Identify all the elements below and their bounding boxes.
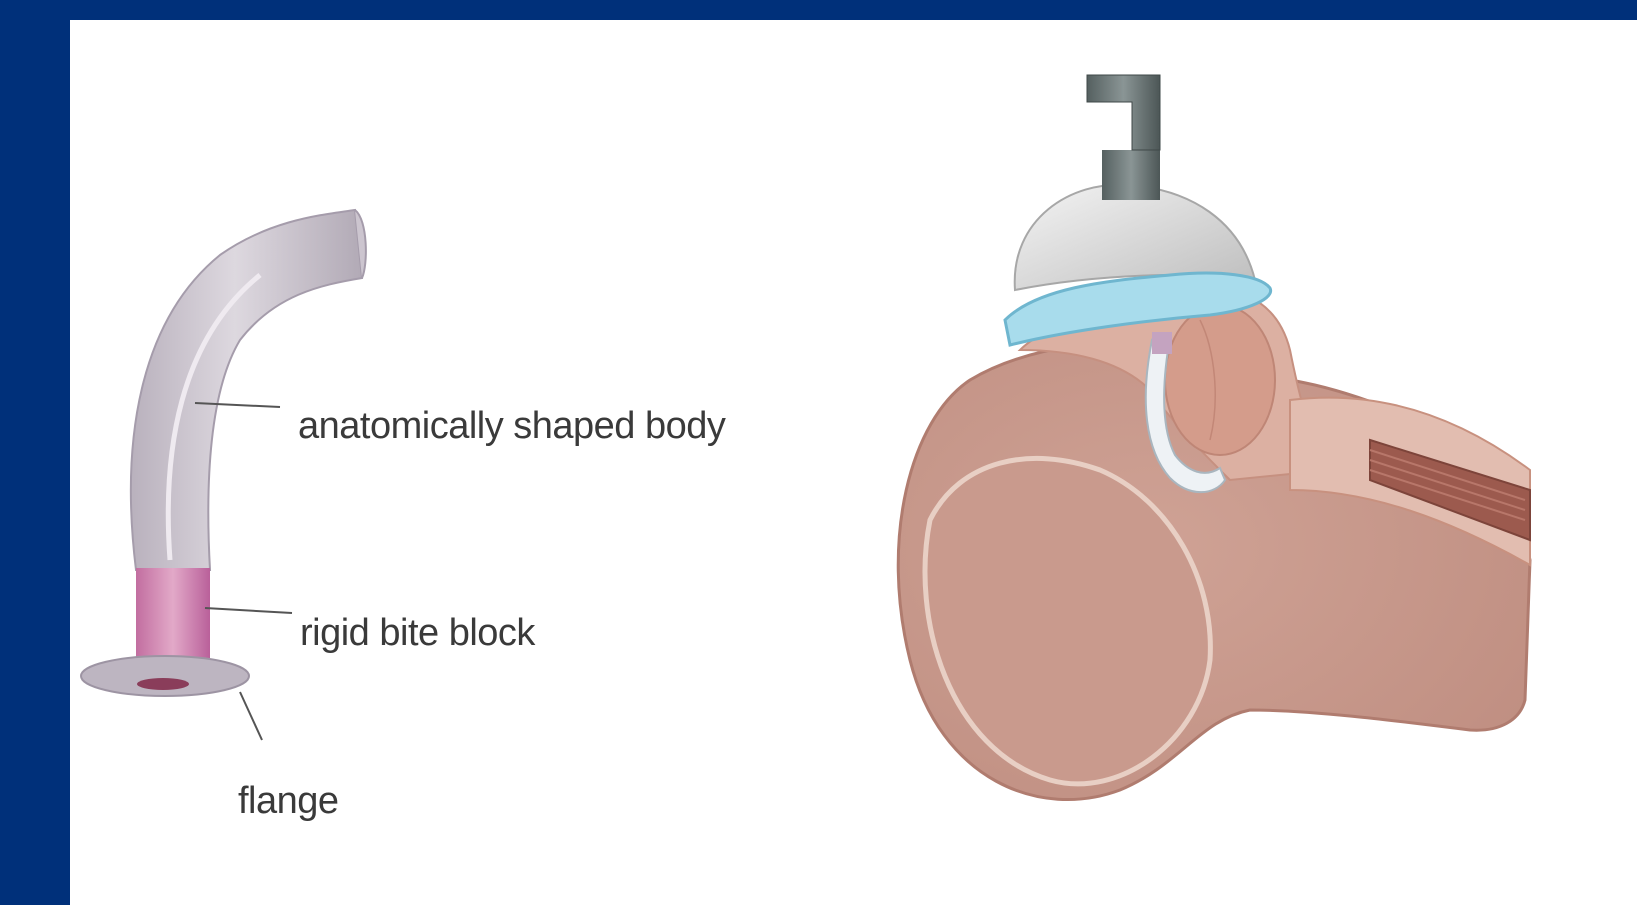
label-anatomically-shaped-body: anatomically shaped body	[298, 405, 725, 448]
flange-shape	[81, 656, 249, 696]
content-panel: anatomically shaped body rigid bite bloc…	[70, 20, 1637, 905]
oropharyngeal-airway-icon	[70, 20, 870, 905]
airway-placement-figure	[870, 20, 1637, 905]
airway-device-figure: anatomically shaped body rigid bite bloc…	[70, 20, 870, 905]
airway-in-throat-cross-section-icon	[870, 20, 1637, 905]
bite-leader-line	[205, 608, 292, 613]
bite-block-shape	[136, 568, 210, 658]
label-rigid-bite-block: rigid bite block	[300, 612, 535, 655]
tongue-shape	[1165, 305, 1275, 455]
airway-body-shape	[131, 210, 362, 570]
flange-leader-line	[240, 692, 262, 740]
label-flange: flange	[238, 780, 339, 823]
connector	[1102, 150, 1160, 200]
